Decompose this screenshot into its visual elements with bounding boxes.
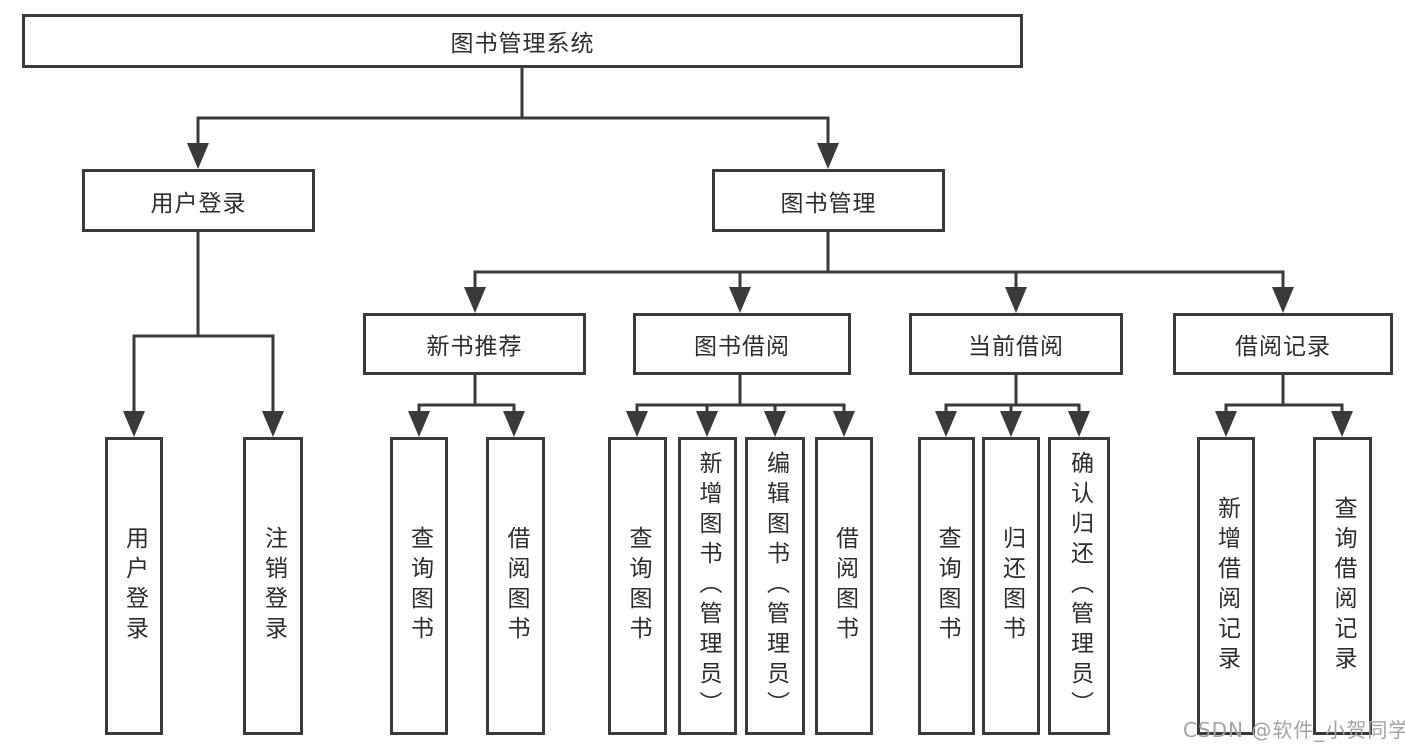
node-leaf-cb-confirm-return: 确认归还（管理员） xyxy=(1048,437,1110,735)
node-leaf-rec-borrow-books: 借阅图书 xyxy=(486,437,545,735)
arrowhead-icon xyxy=(1068,411,1090,437)
node-label: 注销登录 xyxy=(260,526,287,646)
arrowhead-icon xyxy=(1272,287,1294,313)
arrowhead-icon xyxy=(1005,287,1027,313)
node-label: 借阅图书 xyxy=(503,526,529,646)
node-leaf-user-login: 用户登录 xyxy=(105,437,163,735)
node-leaf-br-query-record: 查询借阅记录 xyxy=(1313,437,1372,735)
arrowhead-icon xyxy=(503,411,525,437)
node-current-borrow: 当前借阅 xyxy=(909,313,1123,375)
arrowhead-icon xyxy=(1215,411,1237,437)
node-label: 新书推荐 xyxy=(426,334,523,360)
node-leaf-br-add-record: 新增借阅记录 xyxy=(1197,437,1255,735)
arrowhead-icon xyxy=(1331,411,1353,437)
arrowhead-icon xyxy=(408,411,430,437)
arrowhead-icon xyxy=(123,411,145,437)
node-label: 图书管理系统 xyxy=(450,31,595,57)
node-root: 图书管理系统 xyxy=(22,14,1023,68)
node-label: 当前借阅 xyxy=(968,334,1064,360)
arrowhead-icon xyxy=(1000,411,1022,437)
node-label: 查询图书 xyxy=(934,526,960,646)
arrowhead-icon xyxy=(833,411,855,437)
node-leaf-bb-add-books: 新增图书（管理员） xyxy=(678,437,737,735)
arrowhead-icon xyxy=(729,287,751,313)
connector-new-book-rec xyxy=(417,375,516,417)
arrowhead-icon xyxy=(764,411,786,437)
node-leaf-logout: 注销登录 xyxy=(243,437,303,735)
arrowhead-icon xyxy=(626,411,648,437)
arrowhead-icon xyxy=(187,143,209,169)
node-book-mgmt: 图书管理 xyxy=(712,169,945,232)
node-label: 编辑图书（管理员） xyxy=(762,451,789,721)
node-label: 归还图书 xyxy=(998,526,1025,646)
node-new-book-rec: 新书推荐 xyxy=(363,313,586,375)
node-borrow-records: 借阅记录 xyxy=(1173,313,1393,375)
node-label: 新增借阅记录 xyxy=(1213,496,1240,676)
node-label: 查询图书 xyxy=(406,526,433,646)
connector-book-mgmt xyxy=(473,232,1285,293)
node-label: 借阅记录 xyxy=(1235,334,1331,360)
node-leaf-rec-query-books: 查询图书 xyxy=(390,437,448,735)
node-label: 用户登录 xyxy=(150,190,247,217)
node-leaf-cb-return-books: 归还图书 xyxy=(982,437,1040,735)
node-leaf-bb-query-books: 查询图书 xyxy=(608,437,667,735)
connector-user-login xyxy=(132,232,275,417)
node-label: 图书管理 xyxy=(780,190,877,217)
arrowhead-icon xyxy=(935,411,957,437)
node-label: 新增图书（管理员） xyxy=(695,451,721,721)
connector-borrow-records xyxy=(1224,375,1344,417)
node-leaf-cb-query-books: 查询图书 xyxy=(918,437,975,735)
arrowhead-icon xyxy=(464,287,486,313)
arrowhead-icon xyxy=(262,411,284,437)
node-book-borrow: 图书借阅 xyxy=(633,313,851,375)
watermark: CSDN @软件_小贺同学 xyxy=(1183,718,1405,742)
node-user-login: 用户登录 xyxy=(82,169,315,232)
node-label: 用户登录 xyxy=(121,526,148,646)
arrowhead-icon xyxy=(696,411,718,437)
node-label: 图书借阅 xyxy=(694,334,790,360)
node-label: 确认归还（管理员） xyxy=(1066,451,1093,721)
node-label: 查询借阅记录 xyxy=(1330,496,1356,676)
connector-root xyxy=(196,68,830,149)
node-label: 借阅图书 xyxy=(831,526,858,646)
node-label: 查询图书 xyxy=(625,526,651,646)
node-leaf-bb-borrow-books: 借阅图书 xyxy=(815,437,873,735)
node-leaf-bb-edit-books: 编辑图书（管理员） xyxy=(745,437,805,735)
arrowhead-icon xyxy=(817,143,839,169)
